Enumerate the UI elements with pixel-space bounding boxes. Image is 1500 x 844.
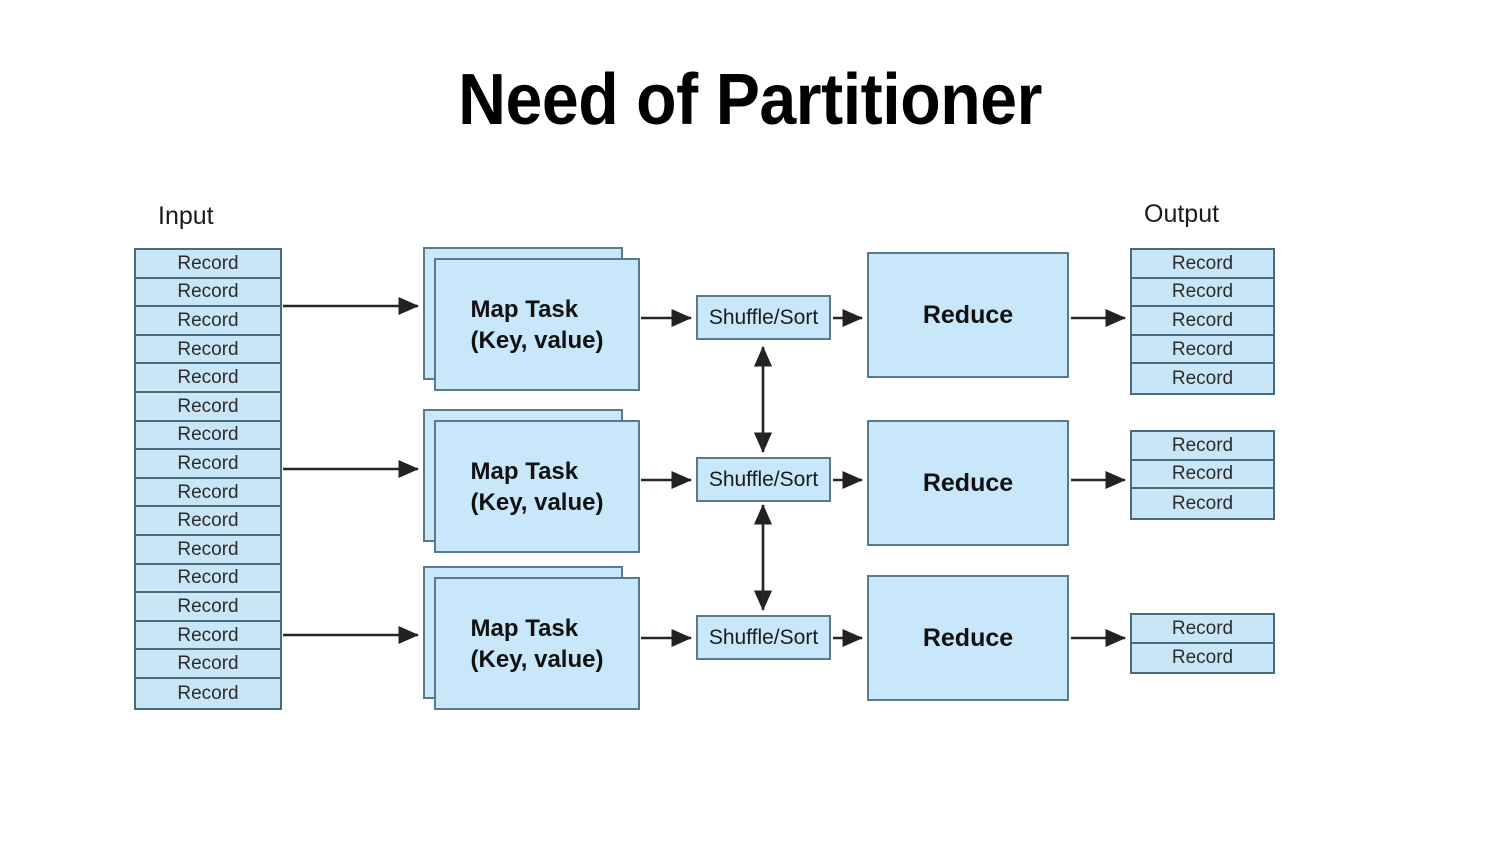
map-task-2-line1: Map Task <box>470 457 579 485</box>
input-record-6: Record <box>136 392 280 422</box>
output-1-record-1: Record <box>1132 250 1273 279</box>
output-1-record-5: Record <box>1132 364 1273 393</box>
input-record-7: Record <box>136 421 280 451</box>
map-task-1-line2: (Key, value) <box>470 326 604 354</box>
input-record-1: Record <box>136 250 280 279</box>
map-task-2-front-sheet: Map Task (Key, value) <box>434 420 640 553</box>
map-task-3-line2: (Key, value) <box>470 645 604 673</box>
output-3-record-1: Record <box>1132 615 1273 644</box>
output-column-label: Output <box>1144 200 1220 228</box>
reduce-3[interactable]: Reduce <box>867 575 1069 701</box>
shuffle-sort-1[interactable]: Shuffle/Sort <box>696 295 831 340</box>
map-task-3-label: Map Task (Key, value) <box>471 613 604 675</box>
reduce-1[interactable]: Reduce <box>867 252 1069 378</box>
input-record-9: Record <box>136 478 280 508</box>
input-record-15: Record <box>136 650 280 679</box>
input-record-10: Record <box>136 507 280 536</box>
input-record-12: Record <box>136 564 280 594</box>
map-task-1-label: Map Task (Key, value) <box>471 294 604 356</box>
shuffle-sort-3[interactable]: Shuffle/Sort <box>696 615 831 660</box>
input-record-8: Record <box>136 450 280 479</box>
output-1-record-3: Record <box>1132 307 1273 336</box>
input-record-16: Record <box>136 678 280 708</box>
reduce-2[interactable]: Reduce <box>867 420 1069 546</box>
output-1-record-2: Record <box>1132 278 1273 308</box>
output-2-record-1: Record <box>1132 432 1273 461</box>
page-title: Need of Partitioner <box>458 60 1042 140</box>
input-record-4: Record <box>136 335 280 365</box>
output-2-record-2: Record <box>1132 460 1273 490</box>
input-record-13: Record <box>136 593 280 622</box>
map-task-2-label: Map Task (Key, value) <box>471 456 604 518</box>
shuffle-sort-2[interactable]: Shuffle/Sort <box>696 457 831 502</box>
output-1-record-4: Record <box>1132 335 1273 365</box>
map-task-2-line2: (Key, value) <box>470 488 604 516</box>
map-task-3-front-sheet: Map Task (Key, value) <box>434 577 640 710</box>
input-record-5: Record <box>136 364 280 393</box>
map-task-3-line1: Map Task <box>470 614 579 642</box>
map-task-1-line1: Map Task <box>470 295 579 323</box>
map-task-1-front-sheet: Map Task (Key, value) <box>434 258 640 391</box>
input-record-2: Record <box>136 278 280 308</box>
input-record-11: Record <box>136 535 280 565</box>
input-record-14: Record <box>136 621 280 651</box>
output-3-record-2: Record <box>1132 643 1273 673</box>
output-2-record-3: Record <box>1132 489 1273 518</box>
input-record-3: Record <box>136 307 280 336</box>
input-column-label: Input <box>158 202 214 230</box>
